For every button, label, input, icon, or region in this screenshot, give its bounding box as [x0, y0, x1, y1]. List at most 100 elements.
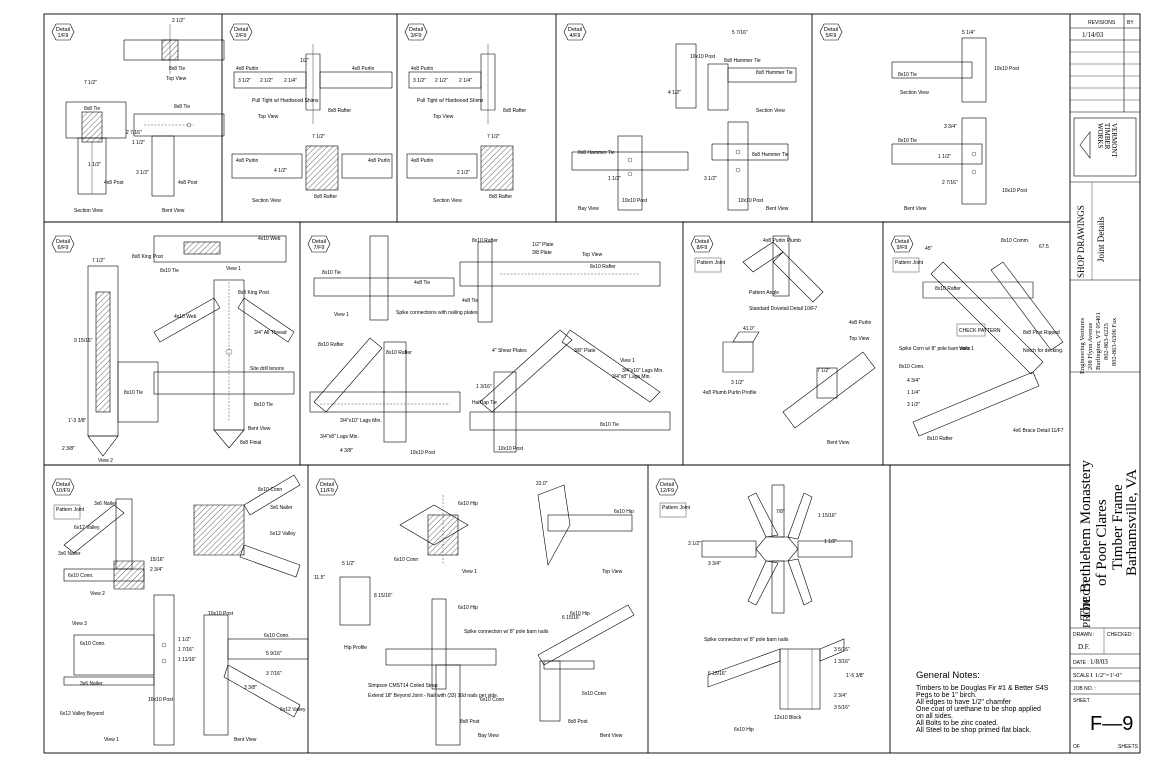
detail-8: Detail 8/F9 Pattern Joint 4x8 Purlin Plu…: [690, 235, 876, 446]
svg-text:22.0": 22.0": [536, 481, 548, 487]
svg-text:1 1/4": 1 1/4": [907, 390, 920, 396]
svg-text:Pattern Joint: Pattern Joint: [895, 260, 924, 266]
note-line: Pegs to be 1" birch.: [916, 692, 977, 699]
svg-text:Simpson CMST14 Coiled Strap: Simpson CMST14 Coiled Strap: [368, 683, 438, 689]
svg-text:Detail: Detail: [56, 239, 70, 245]
svg-text:2 7/16": 2 7/16": [942, 180, 958, 186]
svg-text:Detail: Detail: [824, 27, 838, 33]
svg-text:Bent View: Bent View: [827, 440, 850, 446]
svg-text:8x10 Rafter: 8x10 Rafter: [927, 436, 953, 442]
svg-text:8x8 Hammer Tie: 8x8 Hammer Tie: [578, 150, 615, 156]
svg-text:2 3/8": 2 3/8": [62, 446, 75, 452]
svg-text:3/8" Plate: 3/8" Plate: [574, 348, 596, 354]
revisions-label: REVISIONS: [1088, 20, 1116, 26]
svg-text:3/4"x10" Lags Min.: 3/4"x10" Lags Min.: [622, 368, 664, 374]
svg-text:Bent View: Bent View: [766, 206, 789, 212]
svg-text:15/16": 15/16": [150, 557, 165, 563]
sheet-border: [43, 13, 1141, 754]
svg-text:Detail: Detail: [409, 27, 423, 33]
svg-text:4 1/2": 4 1/2": [274, 168, 287, 174]
svg-text:1 3/16": 1 3/16": [834, 659, 850, 665]
svg-text:Timber Frame: Timber Frame: [1110, 484, 1126, 570]
note-line: All Steel to be shop primed flat black.: [916, 727, 1031, 734]
job-label: JOB NO. :: [1073, 686, 1096, 692]
svg-text:Spike Corn w/ 8" pole barn nai: Spike Corn w/ 8" pole barn nails: [899, 346, 970, 352]
svg-text:6x12 Valley Beyond: 6x12 Valley Beyond: [60, 711, 104, 717]
detail-tag: Detail 11/F9: [315, 478, 339, 496]
svg-text:3 5/16": 3 5/16": [834, 647, 850, 653]
svg-text:Detail: Detail: [56, 482, 70, 488]
detail-tag: Detail 9/F9: [890, 235, 914, 253]
svg-text:6x10 Hip: 6x10 Hip: [458, 605, 478, 611]
svg-text:5 1/4": 5 1/4": [962, 30, 975, 36]
svg-text:8x8 Tie: 8x8 Tie: [84, 106, 100, 112]
note-line: Timbers to be Douglas Fir #1 & Better S4…: [916, 685, 1049, 692]
svg-text:PROJECT:: PROJECT:: [1081, 579, 1093, 628]
svg-text:Bay View: Bay View: [578, 206, 599, 212]
svg-text:Detail: Detail: [312, 239, 326, 245]
svg-text:3x6 Nailer: 3x6 Nailer: [58, 551, 81, 557]
scale-label: SCALE :: [1073, 673, 1092, 679]
svg-text:6x10 Conn: 6x10 Conn: [394, 557, 418, 563]
svg-text:10x10 Post: 10x10 Post: [994, 66, 1020, 72]
svg-text:2 7/16": 2 7/16": [126, 130, 142, 136]
svg-text:Barhamsville, VA: Barhamsville, VA: [1124, 469, 1140, 576]
svg-text:4x8 Purlin: 4x8 Purlin: [236, 158, 258, 164]
svg-text:1/2" Plate: 1/2" Plate: [532, 242, 554, 248]
svg-text:4x8 Post: 4x8 Post: [104, 180, 124, 186]
company-logo: VERMONT TIMBER WORKS: [1073, 117, 1137, 177]
svg-text:1 1/2": 1 1/2": [88, 162, 101, 168]
svg-text:6x12 Valley: 6x12 Valley: [270, 531, 296, 537]
svg-text:8x10 Tie: 8x10 Tie: [898, 138, 917, 144]
detail-tag: Detail 12/F9: [655, 478, 679, 496]
drawn-label: DRAWN :: [1073, 632, 1094, 638]
svg-text:8x8 King Post: 8x8 King Post: [238, 290, 269, 296]
svg-text:6 15/16": 6 15/16": [562, 615, 581, 621]
revision-entry: 1/14/03: [1082, 31, 1104, 39]
svg-text:3/4"x8" Lags Min.: 3/4"x8" Lags Min.: [320, 434, 359, 440]
svg-text:5 7/16": 5 7/16": [732, 30, 748, 36]
svg-text:Section View: Section View: [900, 90, 929, 96]
svg-text:VERMONT: VERMONT: [1110, 123, 1118, 158]
svg-text:11.5": 11.5": [314, 575, 325, 581]
detail-9: Detail 9/F9 Pattern Joint CHECK PATTERN …: [890, 235, 1064, 442]
svg-text:3 3/4": 3 3/4": [944, 124, 957, 130]
scale-value: 1 1/2"=1'-0": [1090, 672, 1122, 679]
svg-text:Top View: Top View: [433, 114, 454, 120]
svg-text:8x10 Rafter: 8x10 Rafter: [386, 350, 412, 356]
svg-text:8x8 Post: 8x8 Post: [568, 719, 588, 725]
svg-text:6x12 Valley: 6x12 Valley: [280, 707, 306, 713]
svg-text:10/F9: 10/F9: [56, 488, 70, 494]
svg-text:View 1: View 1: [226, 266, 241, 272]
svg-text:Bay View: Bay View: [478, 733, 499, 739]
svg-text:Pull Tight w/ Hardwood Shims: Pull Tight w/ Hardwood Shims: [252, 98, 319, 104]
svg-text:1'-3 3/8": 1'-3 3/8": [68, 418, 87, 424]
svg-text:7 1/2": 7 1/2": [84, 80, 97, 86]
svg-text:4" Shear Plates: 4" Shear Plates: [492, 348, 527, 354]
svg-text:Burlington, VT 05401: Burlington, VT 05401: [1095, 312, 1102, 370]
svg-text:Pull Tight w/ Hardwood Shims: Pull Tight w/ Hardwood Shims: [417, 98, 484, 104]
svg-text:Section View: Section View: [74, 208, 103, 214]
svg-text:10x10 Post: 10x10 Post: [690, 54, 716, 60]
svg-text:Pattern Joint: Pattern Joint: [56, 507, 85, 513]
svg-text:6x10 Conn.: 6x10 Conn.: [68, 573, 94, 579]
svg-text:8x10 Rafter: 8x10 Rafter: [590, 264, 616, 270]
svg-text:View 3: View 3: [72, 621, 87, 627]
sheets-label: SHEETS: [1118, 744, 1139, 750]
svg-text:Detail: Detail: [660, 482, 674, 488]
svg-text:2 1/4": 2 1/4": [284, 78, 297, 84]
svg-text:8x8 Finial: 8x8 Finial: [240, 440, 261, 446]
svg-text:4 1/2": 4 1/2": [668, 90, 681, 96]
svg-text:Detail: Detail: [695, 239, 709, 245]
svg-text:2 1/2": 2 1/2": [172, 18, 185, 24]
svg-text:6x10 Hip: 6x10 Hip: [458, 501, 478, 507]
svg-text:8x10 Tie: 8x10 Tie: [600, 422, 619, 428]
svg-text:3/4"x8" Lags Min.: 3/4"x8" Lags Min.: [612, 374, 651, 380]
svg-text:4/F9: 4/F9: [569, 33, 580, 39]
svg-text:3/4" All Thread: 3/4" All Thread: [254, 330, 287, 336]
svg-text:Pattern Angle: Pattern Angle: [749, 290, 779, 296]
svg-text:6 15/16": 6 15/16": [708, 671, 727, 677]
svg-text:Bent View: Bent View: [162, 208, 185, 214]
svg-text:3 1/2": 3 1/2": [688, 541, 701, 547]
